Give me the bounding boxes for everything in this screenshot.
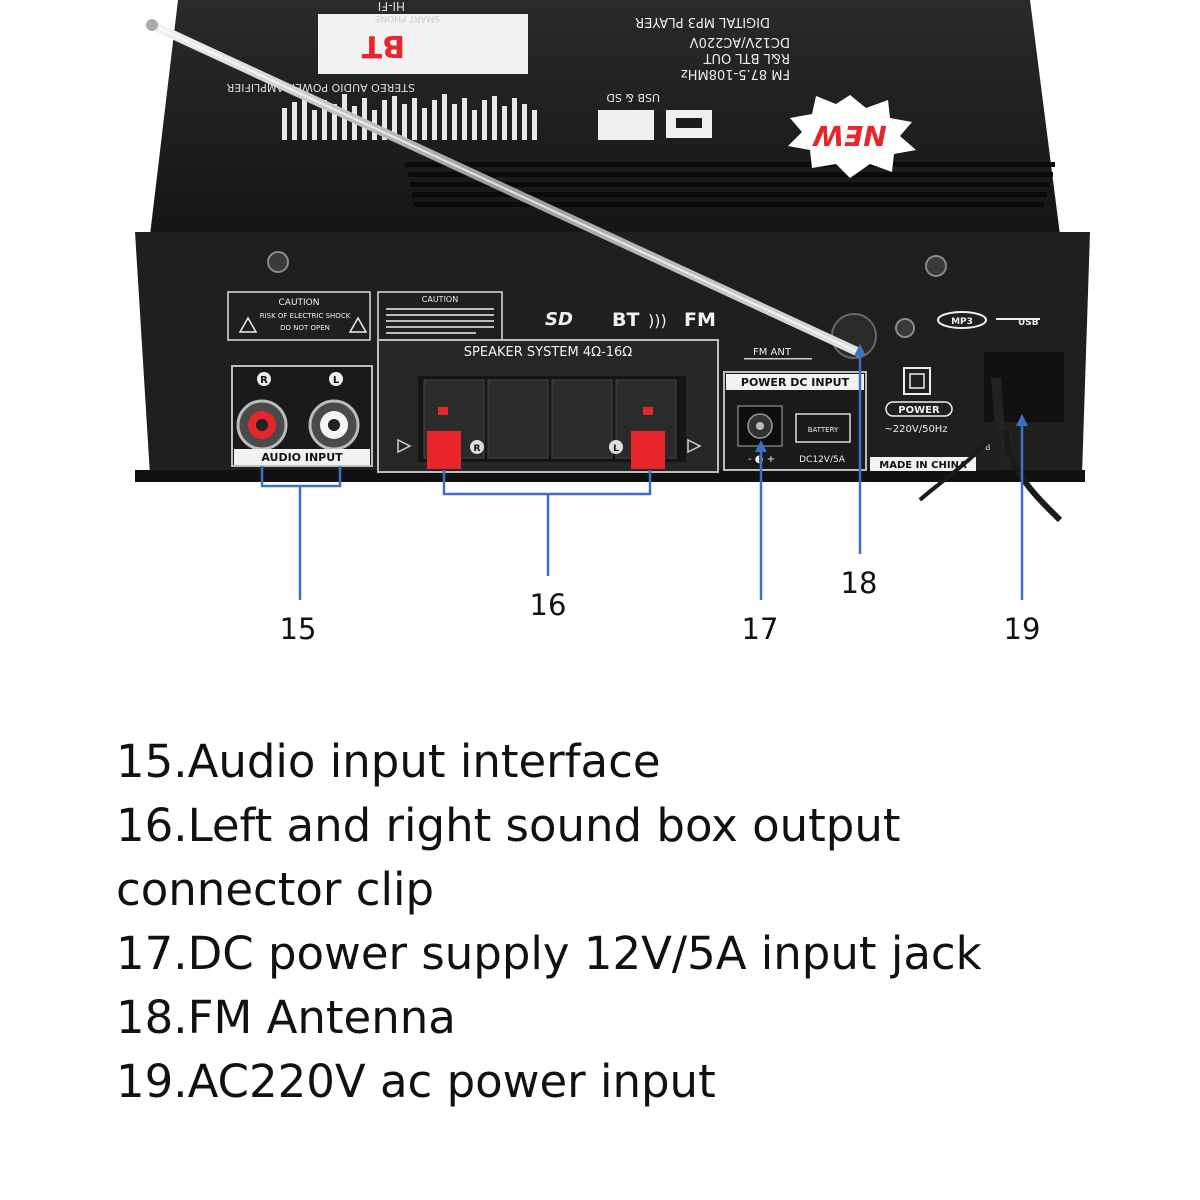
fm-antenna[interactable]	[146, 19, 877, 359]
svg-text:DIGITAL MP3 PLAYER: DIGITAL MP3 PLAYER	[635, 14, 770, 29]
legend-item-15: 15.Audio input interface	[116, 735, 661, 788]
rca-jack-left[interactable]	[308, 399, 360, 451]
callout-lines	[260, 352, 1024, 600]
fm-ant-label: FM ANT	[753, 347, 792, 358]
speaker-system-label: SPEAKER SYSTEM 4Ω-16Ω	[464, 345, 632, 360]
dc-rating-label: DC12V/5A	[799, 455, 846, 465]
power-label: POWER	[898, 405, 940, 416]
usb-sd-label: USB & SD	[606, 91, 660, 104]
callout-arrowheads	[755, 344, 1028, 452]
new-badge-text: NEW	[812, 119, 887, 152]
vent-slots	[405, 162, 1055, 207]
svg-text:R: R	[474, 444, 481, 454]
callout-number-15: 15	[279, 612, 317, 646]
new-badge	[788, 95, 916, 178]
fm-logo: FM	[684, 309, 716, 331]
speaker-terminal-left[interactable]	[631, 431, 665, 469]
svg-text:FM 87.5-108MHz: FM 87.5-108MHz	[681, 66, 790, 81]
svg-text:CAUTION: CAUTION	[279, 298, 320, 308]
legend-item-18: 18.FM Antenna	[116, 991, 456, 1044]
callout-number-19: 19	[1003, 612, 1041, 646]
smart-phone-label: SMART PHONE	[374, 13, 440, 23]
svg-text:DC12V/AC220V: DC12V/AC220V	[690, 34, 790, 49]
legend: 15.Audio input interface 16.Left and rig…	[116, 730, 1156, 1114]
legend-item-16: 16.Left and right sound box output	[116, 799, 901, 852]
svg-text:CAUTION: CAUTION	[422, 295, 458, 304]
legend-item-16-continued: connector clip	[116, 863, 435, 916]
dc-jack[interactable]	[737, 405, 783, 447]
bt-logo: BT	[361, 28, 405, 63]
sd-slot-icon	[598, 110, 654, 140]
wifi-icon: )))	[648, 311, 667, 330]
speaker-terminal-right[interactable]	[427, 431, 461, 469]
caution-label-1	[227, 291, 371, 341]
svg-text:MP3: MP3	[951, 317, 973, 327]
bt-logo-panel	[318, 14, 528, 74]
mp3-logo	[937, 311, 987, 329]
audio-input-label: AUDIO INPUT	[261, 451, 343, 464]
bt-logo-panel-text: BT	[612, 309, 639, 331]
power-dc-input-label: POWER DC INPUT	[741, 376, 850, 389]
callout-number-16: 16	[529, 588, 567, 622]
svg-text:B: B	[985, 443, 991, 452]
legend-item-17: 17.DC power supply 12V/5A input jack	[116, 927, 982, 980]
made-in-china-label: MADE IN CHINA	[879, 460, 967, 471]
feature-list: DIGITAL MP3 PLAYER DC12V/AC220V R&L BTL …	[635, 14, 790, 81]
usb-logo: USB	[1018, 318, 1039, 328]
ac-rating-label: ~220V/50Hz	[884, 424, 947, 435]
legend-item-19: 19.AC220V ac power input	[116, 1055, 716, 1108]
svg-text:L: L	[613, 444, 619, 454]
ac-power-cord[interactable]	[918, 352, 1064, 523]
sd-logo: SD	[545, 309, 573, 330]
svg-text:R&L BTL OUT: R&L BTL OUT	[703, 50, 790, 65]
rca-jack-right[interactable]	[236, 399, 288, 451]
svg-text:DO NOT OPEN: DO NOT OPEN	[280, 324, 330, 332]
power-switch[interactable]	[903, 367, 931, 395]
callout-number-17: 17	[741, 612, 779, 646]
hifi-label: HI-FI	[378, 0, 405, 13]
svg-text:L: L	[333, 375, 340, 386]
callout-number-18: 18	[840, 566, 878, 600]
battery-label: BATTERY	[808, 426, 839, 434]
svg-text:RISK OF ELECTRIC SHOCK: RISK OF ELECTRIC SHOCK	[260, 312, 351, 320]
svg-text:R: R	[260, 375, 268, 386]
stereo-amplifier-label: STEREO AUDIO POWER AMPLIFIER	[226, 81, 415, 94]
